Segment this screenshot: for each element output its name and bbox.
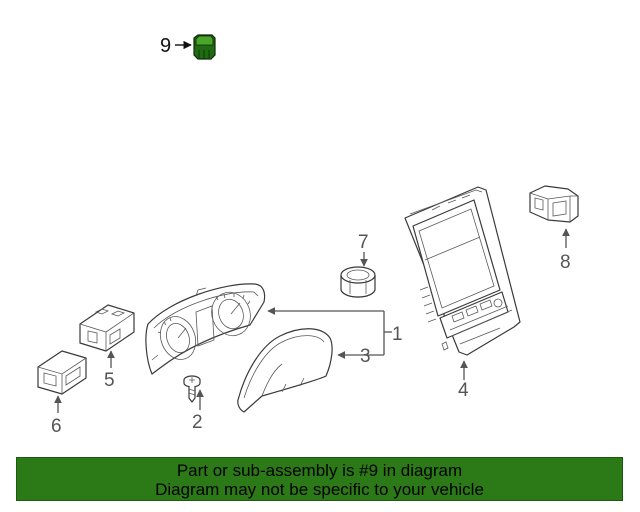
part-1-instrument-cluster[interactable]: 1 [145,283,403,375]
part-6-switch[interactable]: 6 [37,350,87,437]
callout-5: 5 [104,370,115,391]
part-8-switch[interactable]: 8 [529,185,579,273]
banner-line-2: Diagram may not be specific to your vehi… [155,480,484,499]
banner-line-1: Part or sub-assembly is #9 in diagram [176,461,463,480]
part-3-cluster-lens[interactable]: 3 [237,328,384,413]
callout-3: 3 [360,346,371,367]
callout-8: 8 [560,252,571,273]
part-9-switch [193,34,216,60]
part-2-screw[interactable]: 2 [183,375,204,433]
parts-diagram: 9 8 7 [37,34,579,437]
callout-1: 1 [392,324,403,345]
part-7-knob[interactable]: 7 [340,232,376,298]
part-5-switch[interactable]: 5 [79,304,135,391]
callout-7: 7 [358,232,369,253]
callout-9: 9 [160,35,171,57]
callout-6: 6 [51,416,62,437]
callout-4: 4 [458,380,469,401]
part-4-display-unit[interactable]: 4 [404,186,521,401]
info-banner: Part or sub-assembly is #9 in diagram Di… [16,457,623,501]
part-9-highlighted[interactable]: 9 [160,34,216,60]
callout-2: 2 [192,412,203,433]
